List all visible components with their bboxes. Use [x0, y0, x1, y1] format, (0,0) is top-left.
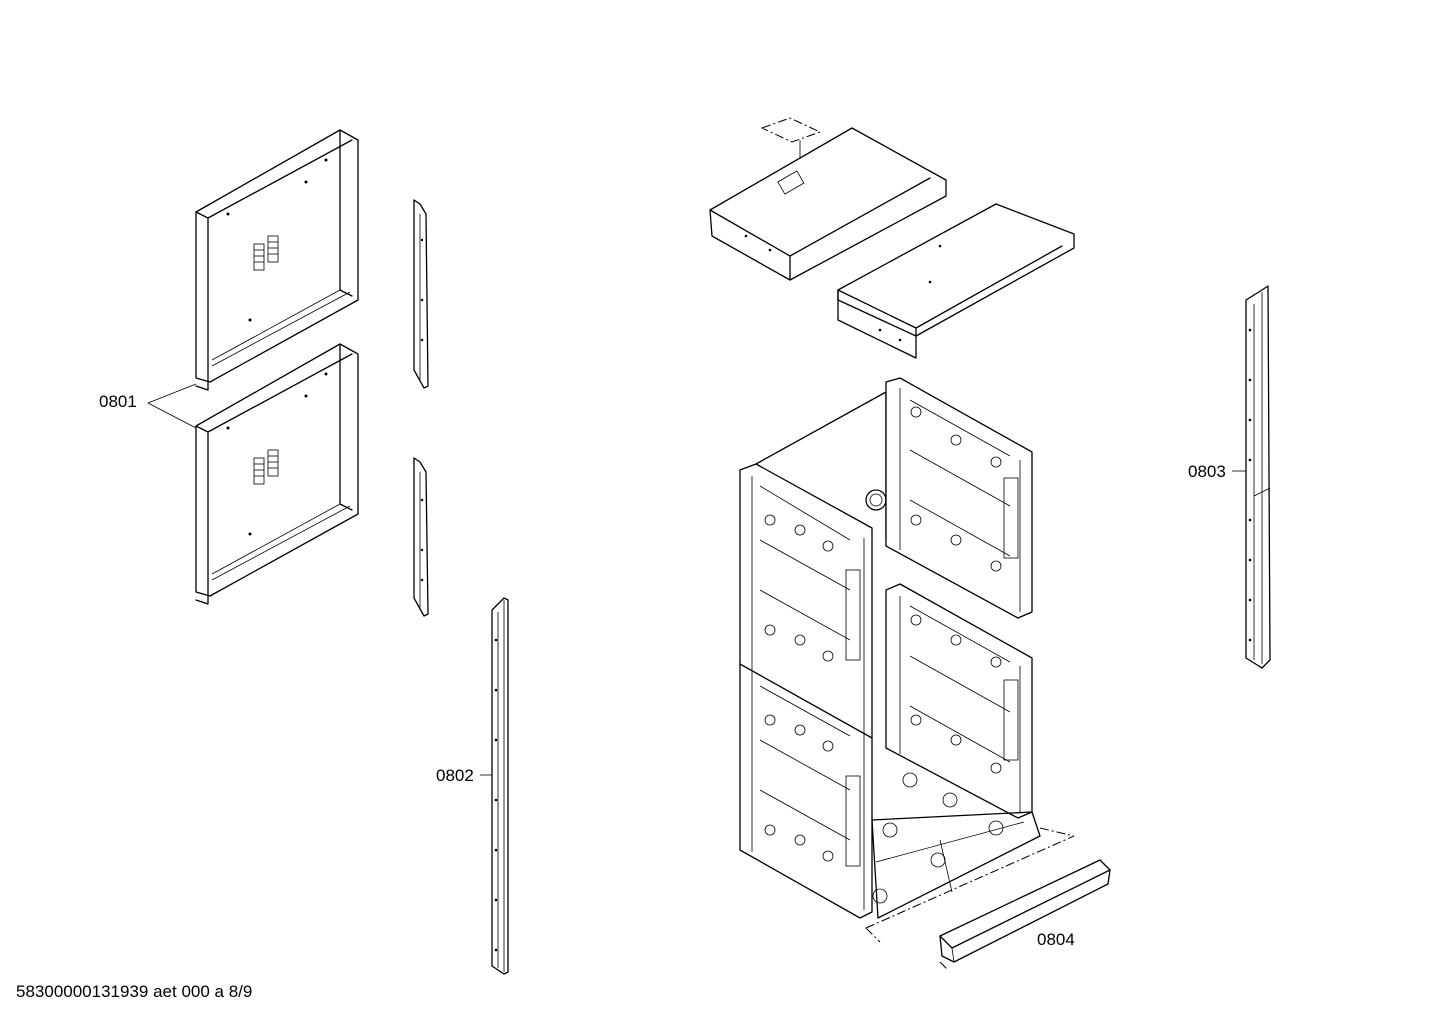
top-cover-rear: [709, 117, 947, 281]
top-cover-front: [837, 203, 1075, 359]
vent-slots: [253, 449, 279, 485]
document-id: 58300000131939 aet 000 a 8/9: [16, 982, 253, 1001]
side-panel-upper: [195, 129, 359, 391]
bracket-lower: [413, 457, 429, 617]
bracket-upper: [413, 199, 429, 389]
callout-0801: 0801: [99, 392, 137, 411]
callout-0802: 0802: [436, 766, 474, 785]
bottom-strip: [939, 859, 1111, 971]
front-rail: [491, 597, 509, 975]
side-rail: [1245, 285, 1271, 669]
vent-slots: [253, 235, 279, 271]
callout-0804: 0804: [1037, 930, 1075, 949]
side-panel-lower: [195, 343, 359, 605]
oven-frame: [739, 377, 1075, 943]
leader-0801: [147, 383, 197, 429]
callout-0803: 0803: [1188, 462, 1226, 481]
